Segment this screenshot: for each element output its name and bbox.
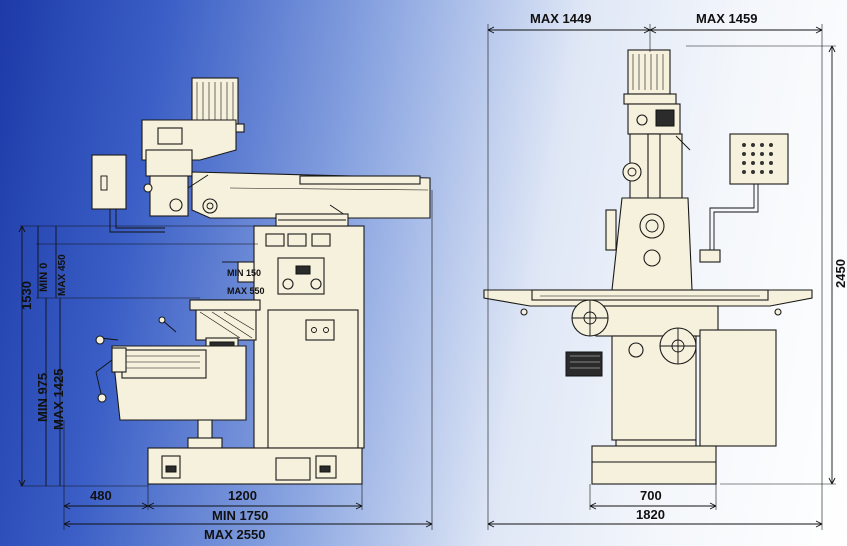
side-view-dimension-lines	[18, 190, 433, 530]
dim-700: 700	[640, 488, 662, 503]
dim-max-1449: MAX 1449	[530, 11, 591, 26]
dim-1820: 1820	[636, 507, 665, 522]
control-box	[91, 154, 127, 210]
dim-max-2550: MAX 2550	[204, 527, 265, 542]
dim-min-1750: MIN 1750	[212, 508, 268, 523]
dim-min-0: MIN 0	[38, 263, 50, 292]
dim-max-550: MAX 550	[227, 286, 265, 296]
feed-motor-left	[565, 351, 603, 377]
dim-max-1425: MAX 1425	[51, 369, 66, 430]
dim-min-150: MIN 150	[227, 268, 261, 278]
front-motor	[627, 49, 671, 95]
side-view-machine	[91, 77, 431, 485]
pendant-control	[729, 133, 789, 185]
front-view-machine	[483, 49, 813, 485]
spindle-quill	[149, 175, 189, 217]
dim-480: 480	[90, 488, 112, 503]
dim-1200: 1200	[228, 488, 257, 503]
dim-2450: 2450	[833, 259, 847, 288]
dim-max-450: MAX 450	[57, 254, 68, 296]
dim-max-1459: MAX 1459	[696, 11, 757, 26]
dim-1530: 1530	[19, 281, 34, 310]
dim-min-975: MIN 975	[35, 373, 50, 422]
front-column	[611, 197, 693, 291]
front-base	[591, 445, 717, 485]
front-view-dimension-lines	[487, 24, 836, 530]
